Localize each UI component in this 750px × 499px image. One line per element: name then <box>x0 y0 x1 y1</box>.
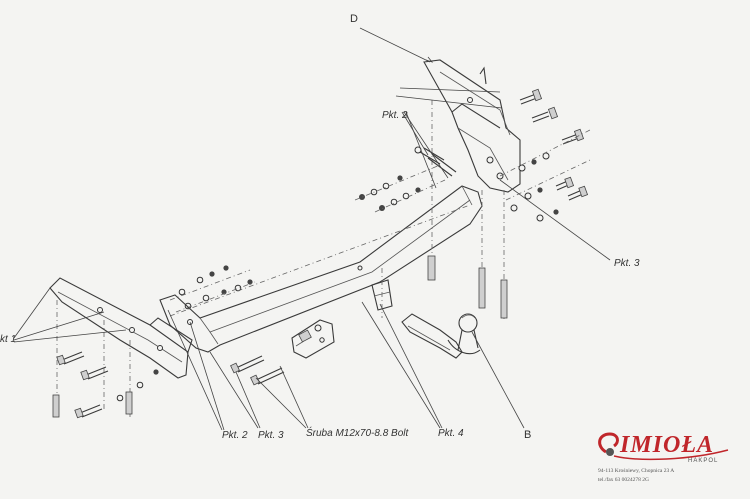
main-cross-beam <box>159 185 483 353</box>
label-pkt1: kt 1 <box>0 334 16 345</box>
label-pkt2-top: Pkt. 2 <box>382 110 408 121</box>
right-bolt-1 <box>478 267 486 309</box>
ball-mount <box>401 313 481 359</box>
brand-logo: IMIOŁA HAKPOL 94-113 Krośniewy, Chopnica… <box>598 432 729 483</box>
label-bolt: Śruba M12x70-8.8 Bolt <box>306 426 410 439</box>
mid-bolt <box>427 255 436 281</box>
mid-left-fasteners <box>169 265 256 313</box>
leader-lines <box>13 27 611 431</box>
hook-icon <box>598 432 619 454</box>
label-pkt2-bottom: Pkt. 2 <box>222 430 248 441</box>
center-lug <box>371 268 393 318</box>
right-fasteners <box>499 88 591 222</box>
brand-name: IMIOŁA <box>619 432 714 458</box>
socket-plate <box>291 319 335 359</box>
upper-fasteners <box>354 146 457 213</box>
label-pkt3-bottom: Pkt. 3 <box>258 430 284 441</box>
brand-address-1: 94-113 Krośniewy, Chopnica 23 A <box>598 468 674 474</box>
lower-center-bolts <box>230 355 285 386</box>
brand-address-2: tel./fax 63 0024278 2G <box>598 476 649 483</box>
right-bolt-2 <box>500 279 508 319</box>
label-pkt3-right: Pkt. 3 <box>614 258 640 269</box>
left-side-bracket <box>49 277 193 379</box>
right-side-bracket <box>423 59 521 193</box>
brand-sub: HAKPOL <box>688 458 718 464</box>
left-bolts <box>52 351 159 419</box>
label-pkt4: Pkt. 4 <box>438 428 464 439</box>
label-b: B <box>524 429 531 441</box>
label-d: D <box>350 13 358 25</box>
